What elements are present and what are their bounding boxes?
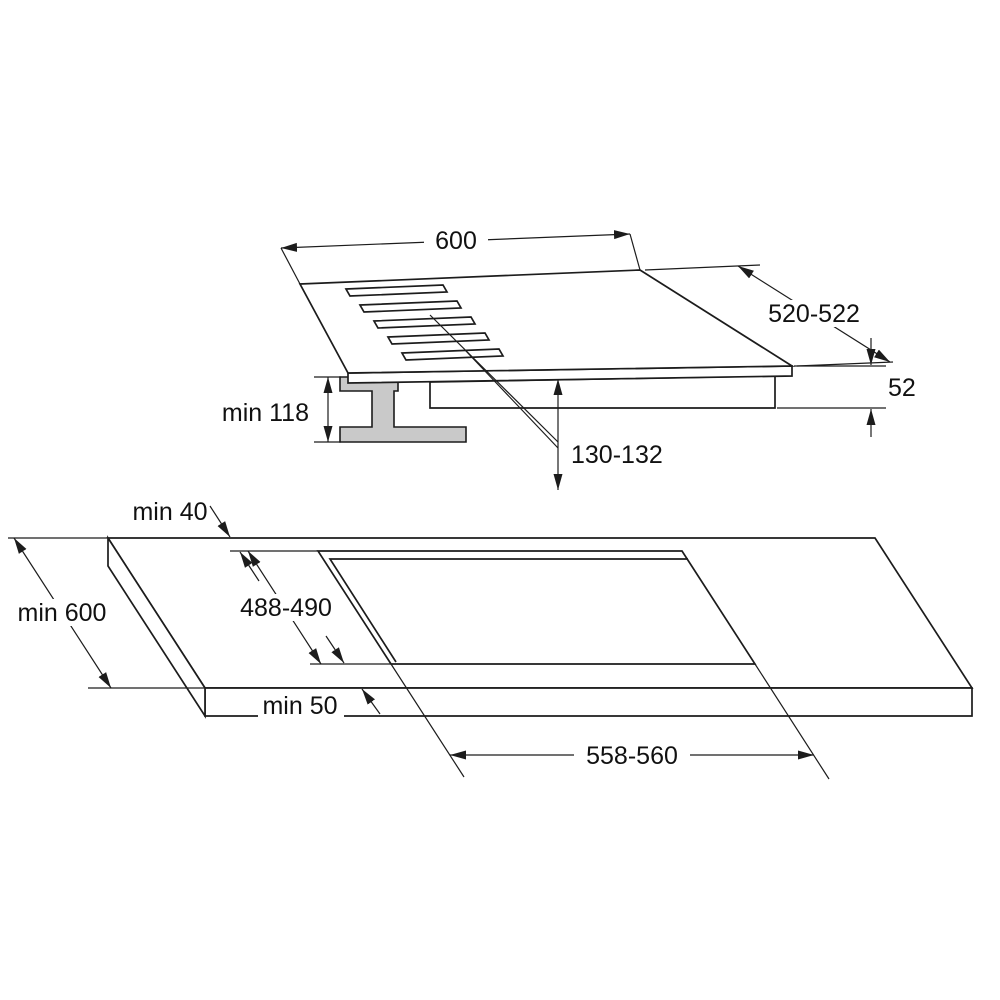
cutout-opening bbox=[316, 550, 757, 665]
dimension-front-gap: min 50 bbox=[258, 635, 381, 720]
extension-line bbox=[629, 233, 641, 271]
worktop-cutout-view: 558-560 min 600 min 40 488-490 bbox=[6, 498, 974, 780]
burner-bar bbox=[372, 316, 477, 329]
hob-width-label: 600 bbox=[435, 227, 477, 255]
front-gap-label: min 50 bbox=[262, 692, 337, 720]
leader-line bbox=[464, 349, 559, 449]
hob-top-surface bbox=[298, 269, 795, 374]
label-background bbox=[574, 742, 690, 769]
hob-isometric-view: 600 520-522 52 min 118 bbox=[222, 227, 916, 490]
dimension-cutout-depth: 488-490 bbox=[229, 550, 391, 665]
cutout-width-label: 558-560 bbox=[586, 742, 678, 770]
hob-depth-label: 520-522 bbox=[768, 300, 860, 328]
arrow-line bbox=[209, 505, 231, 538]
label-background bbox=[424, 227, 488, 254]
label-background bbox=[757, 300, 871, 327]
burner-bar bbox=[358, 300, 463, 313]
label-background bbox=[229, 594, 343, 621]
dimension-burner-zone: 130-132 bbox=[429, 314, 663, 490]
hob-height-label: 52 bbox=[888, 374, 916, 402]
extension-line bbox=[644, 264, 761, 271]
extension-line bbox=[754, 663, 830, 780]
dimension-hob-height: 52 bbox=[777, 338, 916, 437]
dimension-worktop-depth: min 600 bbox=[6, 537, 205, 689]
burner-bar bbox=[400, 348, 505, 361]
extension-line bbox=[796, 361, 894, 367]
burner-bar bbox=[386, 332, 491, 345]
label-background bbox=[258, 693, 344, 719]
dimension-clearance-below: min 118 bbox=[222, 376, 341, 443]
dimension-hob-depth: 520-522 bbox=[644, 264, 894, 367]
label-background bbox=[6, 599, 118, 626]
dimension-hob-width: 600 bbox=[280, 227, 641, 285]
worktop-depth-label: min 600 bbox=[18, 599, 107, 627]
cutout-inner-wall bbox=[328, 558, 688, 663]
burner-zone-label: 130-132 bbox=[571, 441, 663, 469]
extension-line bbox=[280, 247, 301, 285]
clearance-below-label: min 118 bbox=[222, 399, 309, 427]
rear-gap-label: min 40 bbox=[132, 498, 207, 526]
burner-bar bbox=[344, 284, 449, 297]
burner-bars bbox=[344, 284, 505, 361]
cutout-depth-label: 488-490 bbox=[240, 594, 332, 622]
leader-line bbox=[429, 314, 559, 443]
dimension-cutout-width: 558-560 bbox=[450, 742, 814, 770]
arrow-line bbox=[325, 635, 345, 664]
arrow-line bbox=[361, 688, 381, 715]
